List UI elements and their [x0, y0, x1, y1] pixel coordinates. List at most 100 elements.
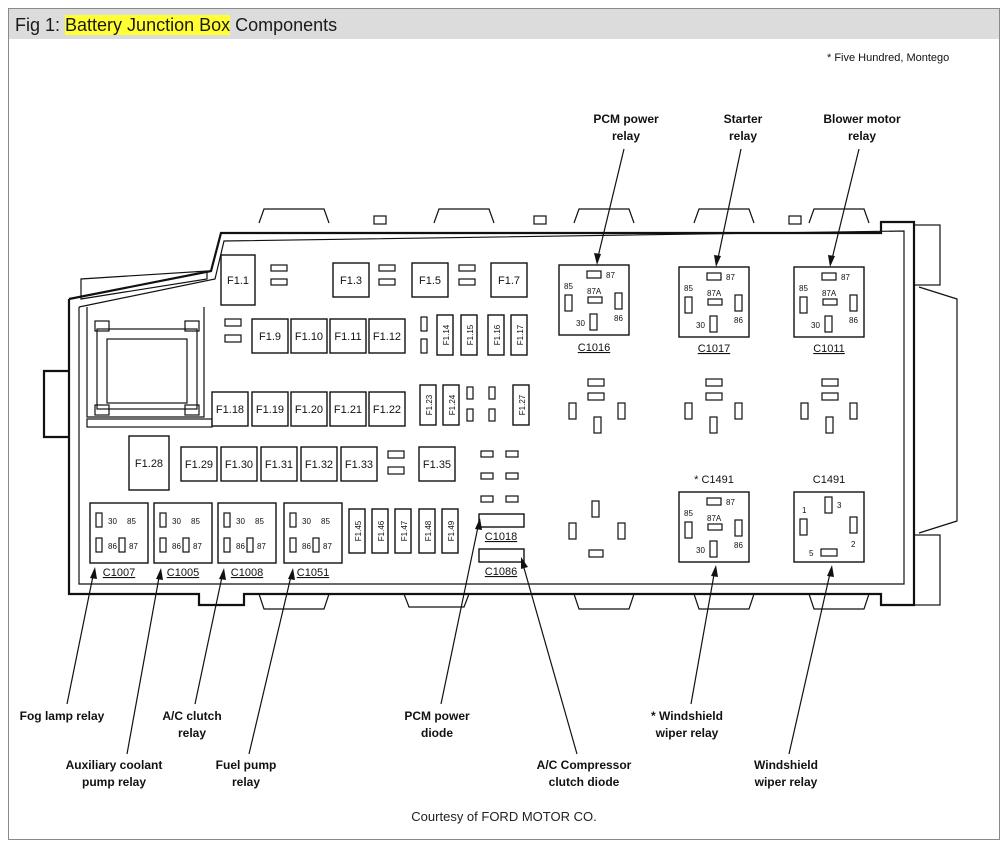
fuse-f1-23: [419, 384, 437, 426]
pin-1: 1: [802, 506, 807, 515]
fuse-row-1: F1.1 F1.3 F1.5 F1.7: [220, 254, 528, 306]
callout-text-line-1: Windshield: [754, 758, 818, 772]
fuse-f1-31: [260, 446, 298, 482]
footnote: * Five Hundred, Montego: [827, 52, 949, 64]
callout-fog-lamp-relay: Fog lamp relay: [20, 567, 105, 723]
fuse-f1-9: [251, 318, 289, 354]
fuse-f1-47-label: F1.47: [400, 520, 409, 541]
pin-86: 86: [614, 314, 623, 323]
fuse-f1-32: [300, 446, 338, 482]
fuse-f1-48-label: F1.48: [424, 520, 433, 541]
fuse-f1-33-label: F1.33: [345, 459, 373, 471]
callout-text-line-2: relay: [729, 129, 757, 143]
callout-pcm-power-relay: PCM power relay: [593, 112, 659, 265]
diode-c1086: C1086: [478, 548, 525, 578]
fuse-f1-45-label: F1.45: [354, 520, 363, 541]
callout-text-line-2: wiper relay: [754, 775, 818, 789]
fuse-f1-48: [418, 508, 436, 554]
fuse-f1-7: [490, 262, 528, 298]
pin-86: 86: [734, 316, 743, 325]
fuse-f1-33: [340, 446, 378, 482]
pin-85: 85: [564, 282, 573, 291]
connector-c1016: C1016: [578, 342, 610, 354]
callout-blower-motor-relay: Blower motor relay: [823, 112, 901, 267]
callout-text-line-1: Blower motor: [823, 112, 901, 126]
connector-c1017: C1017: [698, 343, 730, 355]
fuse-f1-19-label: F1.19: [256, 404, 284, 416]
pin-87a: 87A: [587, 287, 602, 296]
callout-text-line-1: Fuel pump: [216, 758, 277, 772]
pin-86: 86: [849, 316, 858, 325]
pin-87: 87: [726, 498, 735, 507]
pin-87: 87: [841, 273, 850, 282]
callout-text-line-1: Fog lamp relay: [20, 709, 105, 723]
callout-ac-clutch-relay: A/C clutch relay: [162, 568, 226, 740]
pin-85: 85: [127, 517, 136, 526]
fuse-f1-15-label: F1.15: [466, 324, 475, 345]
fuse-f1-21: [329, 391, 367, 427]
pin-30: 30: [576, 319, 585, 328]
callout-text-line-1: Auxiliary coolant: [66, 758, 163, 772]
fuse-f1-18: [211, 391, 249, 427]
fuse-f1-10: [290, 318, 328, 354]
small-relay-c1051: 30 85 86 87 C1051: [283, 502, 343, 579]
junction-box-diagram: * Five Hundred, Montego: [20, 52, 958, 789]
fuse-f1-27-label: F1.27: [518, 394, 527, 415]
pin-85: 85: [684, 509, 693, 518]
callout-text-line-2: clutch diode: [549, 775, 620, 789]
relay-c1016: 87 85 87A 86 30 C1016: [558, 264, 630, 354]
fuse-f1-31-label: F1.31: [265, 459, 293, 471]
fuse-f1-27: [512, 384, 530, 426]
pin-87a: 87A: [822, 289, 837, 298]
callout-text-line-1: PCM power: [404, 709, 470, 723]
callout-text-line-2: relay: [612, 129, 640, 143]
fuse-f1-21-label: F1.21: [334, 404, 362, 416]
pin-87: 87: [323, 542, 332, 551]
connector-c1018: C1018: [485, 531, 517, 543]
fuse-f1-12: [368, 318, 406, 354]
fuse-row-2: F1.9 F1.10 F1.11 F1.12 F1.14 F1.15 F1.16…: [224, 314, 528, 356]
fuse-f1-12-label: F1.12: [373, 331, 401, 343]
fuse-f1-14-label: F1.14: [442, 324, 451, 345]
caption-suffix: Components: [230, 15, 338, 35]
pin-30: 30: [811, 321, 820, 330]
pin-85: 85: [321, 517, 330, 526]
relay-c1017: 87 85 87A 86 30 C1017: [678, 266, 750, 355]
fuse-f1-28-label: F1.28: [135, 458, 163, 470]
caption-highlight: Battery Junction Box: [65, 15, 231, 35]
pin-87a: 87A: [707, 289, 722, 298]
fuse-f1-17: [510, 314, 528, 356]
pin-86: 86: [734, 541, 743, 550]
pin-87: 87: [193, 542, 202, 551]
fuse-f1-3-label: F1.3: [340, 275, 362, 287]
callout-starter-relay: Starter relay: [714, 112, 763, 267]
callout-ac-compressor-clutch-diode: A/C Compressor clutch diode: [521, 557, 632, 789]
callout-aux-coolant-pump-relay: Auxiliary coolant pump relay: [66, 568, 163, 789]
fuse-f1-24-label: F1.24: [448, 394, 457, 415]
fuse-f1-3: [332, 262, 370, 298]
pin-85: 85: [684, 284, 693, 293]
callout-pcm-power-diode: PCM power diode: [404, 518, 482, 740]
relay-c1491: C1491 3 1 2 5: [793, 474, 865, 563]
callout-text-line-2: pump relay: [82, 775, 146, 789]
fuse-f1-10-label: F1.10: [295, 331, 323, 343]
fuse-f1-5-label: F1.5: [419, 275, 441, 287]
fuse-f1-30: [220, 446, 258, 482]
pin-30: 30: [172, 517, 181, 526]
fuse-f1-16-label: F1.16: [493, 324, 502, 345]
callout-text-line-1: A/C clutch: [162, 709, 221, 723]
callout-text-line-2: relay: [848, 129, 876, 143]
fuse-f1-22-label: F1.22: [373, 404, 401, 416]
pin-85: 85: [255, 517, 264, 526]
pin-86: 86: [236, 542, 245, 551]
callout-fuel-pump-relay: Fuel pump relay: [216, 568, 295, 789]
fuse-f1-18-label: F1.18: [216, 404, 244, 416]
caption-prefix: Fig 1:: [15, 15, 66, 35]
fuse-f1-49-label: F1.49: [447, 520, 456, 541]
connector-c1051: C1051: [297, 567, 329, 579]
fuse-f1-29-label: F1.29: [185, 459, 213, 471]
connector-c1005: C1005: [167, 567, 199, 579]
pin-87: 87: [606, 271, 615, 280]
fuse-f1-15: [460, 314, 478, 356]
connector-c1007: C1007: [103, 567, 135, 579]
